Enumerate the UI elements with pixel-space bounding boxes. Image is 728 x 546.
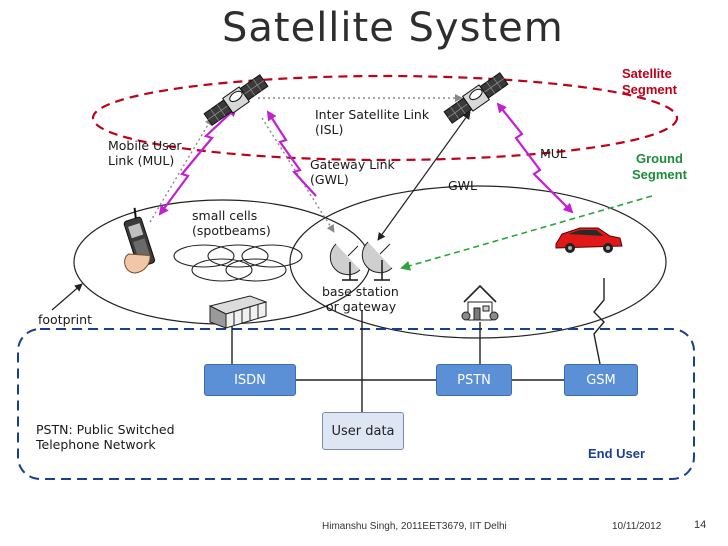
ground-segment-link	[400, 195, 653, 271]
gsm-box: GSM	[564, 364, 638, 396]
mul-left-dotted	[149, 117, 213, 223]
mobile-phone-icon	[123, 207, 156, 274]
car-icon	[555, 227, 623, 253]
isl-label: Inter Satellite Link (ISL)	[315, 107, 430, 137]
gwl-right-label: GWL	[448, 178, 478, 193]
isdn-box: ISDN	[204, 364, 296, 396]
end-user-region	[17, 328, 695, 480]
small-cells-label: small cells (spotbeams)	[192, 208, 271, 238]
pstn-note-label: PSTN: Public Switched Telephone Network	[36, 422, 175, 452]
gwl-left-label: Gateway Link (GWL)	[310, 157, 395, 187]
mul-left-zigzag	[158, 106, 238, 216]
base-station-label: base station or gateway	[322, 284, 399, 314]
pstn-box: PSTN	[436, 364, 512, 396]
gwl-left-zigzag	[266, 110, 317, 197]
house-icon	[461, 284, 499, 321]
mul-right-label: MUL	[540, 146, 567, 161]
satellite-segment-label: Satellite Segment	[622, 66, 677, 97]
page-title: Satellite System	[222, 5, 564, 51]
satellite-left-icon	[203, 74, 269, 126]
ground-segment-label: Ground Segment	[632, 151, 687, 182]
base-station-icon	[329, 241, 393, 281]
office-building-icon	[208, 295, 268, 329]
footprint-pointer	[51, 283, 83, 311]
footer-author: Himanshu Singh, 2011EET3679, IIT Delhi	[322, 521, 507, 532]
footprint-label: footprint	[38, 312, 92, 327]
spotbeams	[173, 244, 303, 282]
footprint-right-cell	[289, 185, 667, 339]
mul-right-zigzag	[496, 102, 574, 214]
mul-left-label: Mobile User Link (MUL)	[108, 138, 182, 168]
ground-network	[231, 278, 605, 412]
satellite-right-icon	[443, 72, 509, 124]
page-number: 14	[694, 519, 707, 531]
footer-date: 10/11/2012	[612, 521, 662, 532]
end-user-label: End User	[588, 446, 646, 461]
user-data-box: User data	[322, 412, 404, 450]
gwl-right-link	[377, 111, 471, 241]
